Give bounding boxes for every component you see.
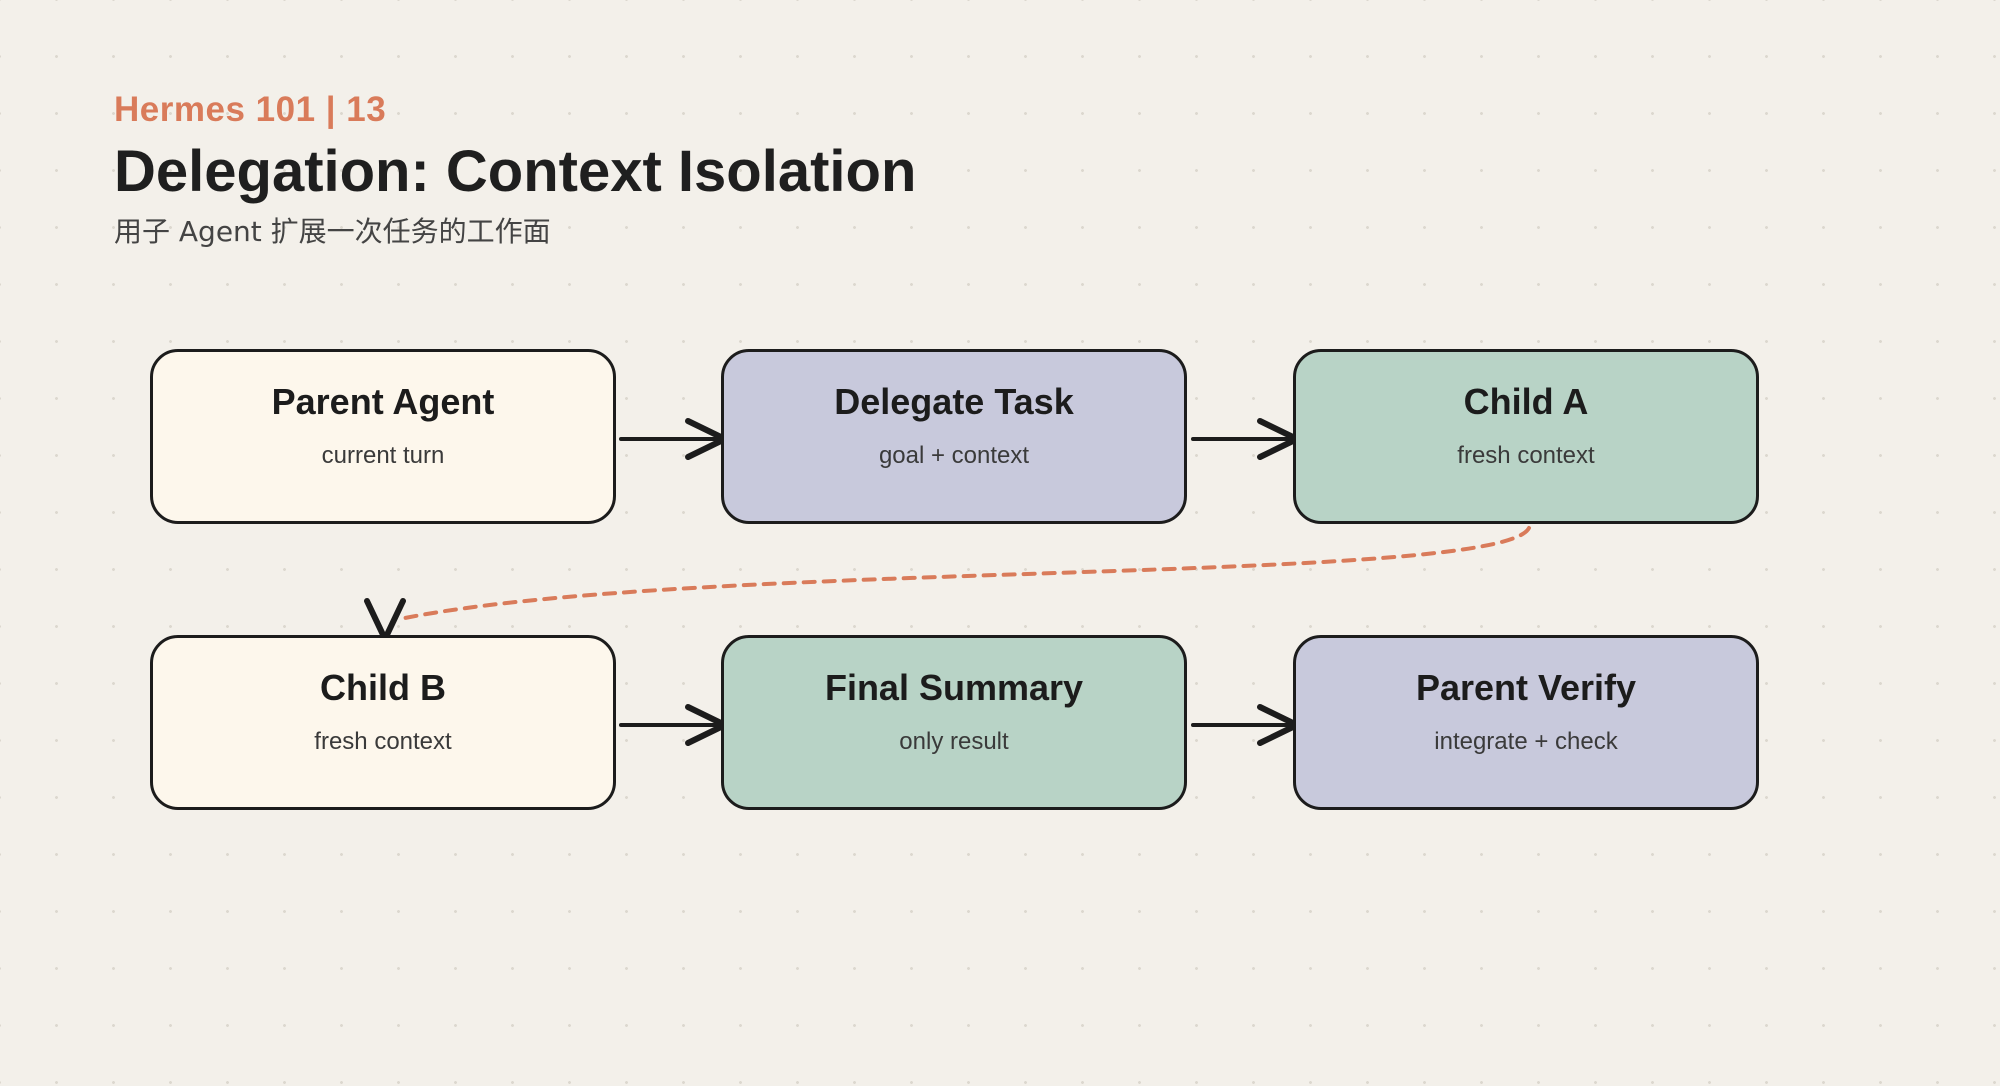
node-child-a: Child A fresh context bbox=[1293, 349, 1759, 524]
node-subtitle: fresh context bbox=[1457, 442, 1595, 469]
arrowhead-child-b bbox=[364, 598, 406, 642]
node-delegate-task: Delegate Task goal + context bbox=[721, 349, 1187, 524]
node-final-summary: Final Summary only result bbox=[721, 635, 1187, 810]
node-subtitle: goal + context bbox=[878, 442, 1030, 469]
eyebrow-label: Hermes 101 | 13 bbox=[114, 90, 387, 129]
node-title: Parent Verify bbox=[1415, 667, 1637, 708]
node-child-b: Child B fresh context bbox=[150, 635, 616, 810]
edge-child-a-to-child-b bbox=[403, 526, 1531, 620]
node-subtitle: integrate + check bbox=[1434, 728, 1618, 755]
node-subtitle: only result bbox=[899, 728, 1009, 755]
header: Hermes 101 | 13 Delegation: Context Isol… bbox=[114, 86, 916, 252]
node-parent-agent: Parent Agent current turn bbox=[150, 349, 616, 524]
node-subtitle: current turn bbox=[321, 442, 445, 469]
page-title: Delegation: Context Isolation bbox=[114, 139, 917, 204]
node-title: Child B bbox=[320, 667, 446, 708]
page-subtitle: 用子 Agent 扩展一次任务的工作面 bbox=[114, 215, 551, 248]
node-title: Delegate Task bbox=[834, 381, 1074, 422]
node-subtitle: fresh context bbox=[314, 728, 452, 755]
node-title: Parent Agent bbox=[271, 381, 495, 422]
node-title: Final Summary bbox=[824, 667, 1084, 708]
node-title: Child A bbox=[1463, 381, 1589, 422]
node-parent-verify: Parent Verify integrate + check bbox=[1293, 635, 1759, 810]
